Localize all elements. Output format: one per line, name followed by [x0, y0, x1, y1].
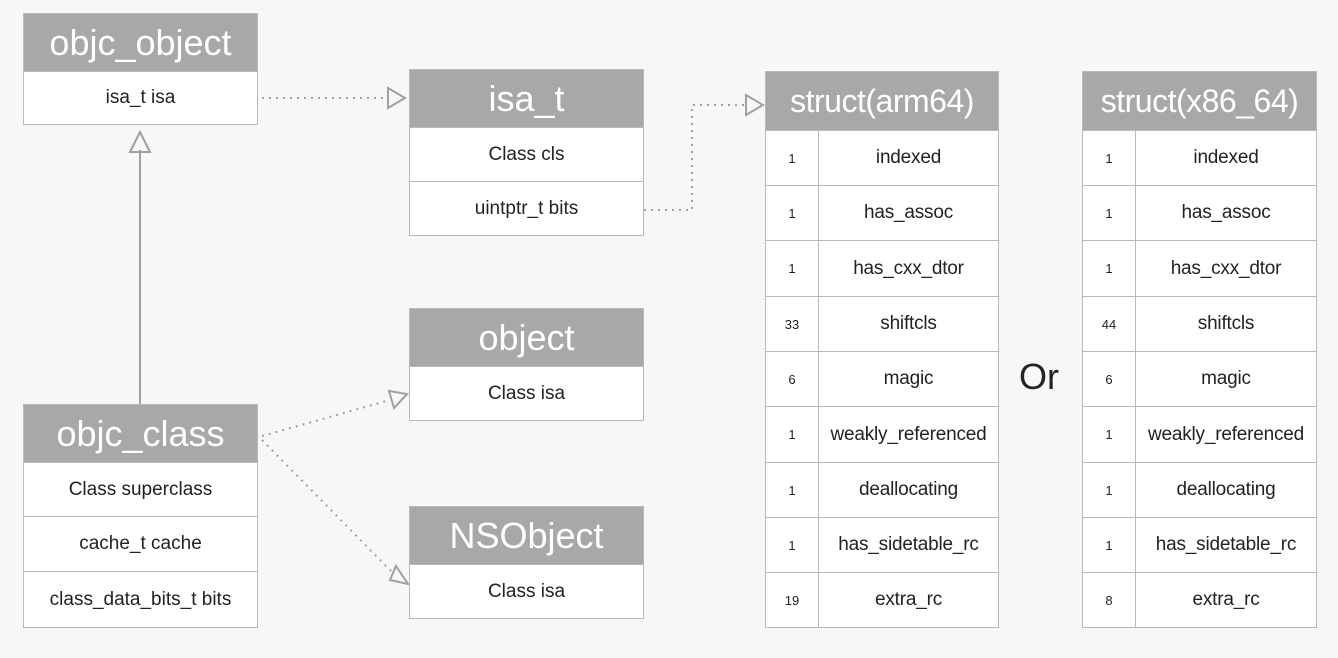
- nsobject-title: NSObject: [410, 507, 643, 565]
- bit-width: 1: [1083, 131, 1136, 185]
- bit-width: 44: [1083, 297, 1136, 351]
- bit-width: 1: [1083, 186, 1136, 240]
- struct-arm64-row: 33 shiftcls: [766, 297, 998, 352]
- bit-width: 1: [1083, 241, 1136, 296]
- struct-x86-64-row: 1 has_sidetable_rc: [1083, 518, 1316, 573]
- isa-t-box: isa_t Class cls uintptr_t bits: [409, 69, 644, 236]
- bit-width: 6: [1083, 352, 1136, 406]
- objc-object-box: objc_object isa_t isa: [23, 13, 258, 125]
- struct-x86-64-row: 1 has_assoc: [1083, 186, 1316, 241]
- struct-x86-64-row: 1 weakly_referenced: [1083, 407, 1316, 463]
- struct-x86-64-row: 1 indexed: [1083, 131, 1316, 186]
- bit-width: 1: [766, 186, 819, 240]
- bit-width: 1: [766, 131, 819, 185]
- bit-width: 1: [766, 241, 819, 296]
- objc-object-field-isa: isa_t isa: [105, 87, 176, 108]
- bit-width: 1: [1083, 518, 1136, 572]
- struct-arm64-row: 1 has_assoc: [766, 186, 998, 241]
- objc-class-box: objc_class Class superclass cache_t cach…: [23, 404, 258, 628]
- bit-width: 1: [1083, 407, 1136, 462]
- bit-width: 19: [766, 573, 819, 627]
- struct-x86-64-row: 1 deallocating: [1083, 463, 1316, 518]
- struct-arm64-row: 1 has_cxx_dtor: [766, 241, 998, 297]
- field-name: has_assoc: [1181, 202, 1271, 223]
- field-name: deallocating: [858, 479, 958, 500]
- struct-x86-64-row: 8 extra_rc: [1083, 573, 1316, 627]
- field-name: indexed: [1193, 147, 1259, 168]
- bit-width: 8: [1083, 573, 1136, 627]
- field-name: has_assoc: [863, 202, 954, 223]
- struct-x86-64-title: struct(x86_64): [1083, 72, 1316, 131]
- objc-class-field-bits: class_data_bits_t bits: [49, 588, 232, 610]
- struct-arm64-box: struct(arm64) 1 indexed 1 has_assoc 1 has_c…: [765, 71, 999, 628]
- nsobject-box: NSObject Class isa: [409, 506, 644, 619]
- struct-arm64-row: 1 has_sidetable_rc: [766, 518, 998, 573]
- struct-x86-64-row: 44 shiftcls: [1083, 297, 1316, 352]
- bit-width: 6: [766, 352, 819, 406]
- isa-t-field-bits: uintptr_t bits: [474, 197, 579, 219]
- arrow-head-nsobject: [388, 563, 411, 586]
- field-name: weakly_referenced: [1147, 423, 1305, 445]
- arrow-head-isa-t: [387, 86, 407, 110]
- field-name: shiftcls: [1197, 313, 1255, 334]
- field-name: has_cxx_dtor: [1170, 257, 1282, 279]
- objc-class-field-superclass: Class superclass: [24, 463, 257, 517]
- link-bits-to-struct: [644, 104, 746, 211]
- struct-arm64-row: 1 deallocating: [766, 463, 998, 518]
- bit-width: 1: [1083, 463, 1136, 517]
- bit-width: 1: [766, 407, 819, 462]
- nsobject-field-isa: Class isa: [487, 580, 566, 602]
- bit-width: 1: [766, 518, 819, 572]
- objc-object-title: objc_object: [24, 14, 257, 72]
- struct-x86-64-box: struct(x86_64) 1 indexed 1 has_assoc 1 has_…: [1082, 71, 1317, 628]
- object-title: object: [410, 309, 643, 367]
- arrow-head-struct: [745, 93, 765, 117]
- field-name: indexed: [875, 147, 942, 168]
- field-name: weakly_referenced: [830, 423, 987, 445]
- arrow-head-object: [387, 389, 409, 410]
- object-box: object Class isa: [409, 308, 644, 421]
- struct-arm64-row: 1 indexed: [766, 131, 998, 186]
- link-class-to-nsobject: [261, 439, 393, 573]
- link-class-to-object: [261, 399, 391, 437]
- struct-arm64-row: 1 weakly_referenced: [766, 407, 998, 463]
- objc-class-field-cache: cache_t cache: [24, 517, 257, 572]
- struct-x86-64-row: 6 magic: [1083, 352, 1316, 407]
- bit-width: 33: [766, 297, 819, 351]
- field-name: has_sidetable_rc: [838, 534, 979, 555]
- object-field-isa: Class isa: [487, 382, 566, 404]
- field-name: has_cxx_dtor: [853, 257, 964, 279]
- field-name: shiftcls: [880, 313, 937, 334]
- field-name: magic: [883, 368, 934, 389]
- isa-t-field-cls: Class cls: [410, 128, 643, 182]
- isa-t-title: isa_t: [410, 70, 643, 128]
- struct-arm64-row: 6 magic: [766, 352, 998, 407]
- or-label: Or: [1019, 356, 1059, 397]
- inheritance-arrow-head: [128, 129, 152, 153]
- struct-arm64-row: 19 extra_rc: [766, 573, 998, 627]
- field-name: magic: [1201, 368, 1251, 389]
- objc-class-title: objc_class: [24, 405, 257, 463]
- field-name: deallocating: [1176, 479, 1276, 500]
- struct-arm64-title: struct(arm64): [766, 72, 998, 131]
- field-name: extra_rc: [874, 589, 943, 610]
- field-name: extra_rc: [1192, 589, 1260, 610]
- struct-x86-64-row: 1 has_cxx_dtor: [1083, 241, 1316, 297]
- field-name: has_sidetable_rc: [1155, 534, 1297, 555]
- bit-width: 1: [766, 463, 819, 517]
